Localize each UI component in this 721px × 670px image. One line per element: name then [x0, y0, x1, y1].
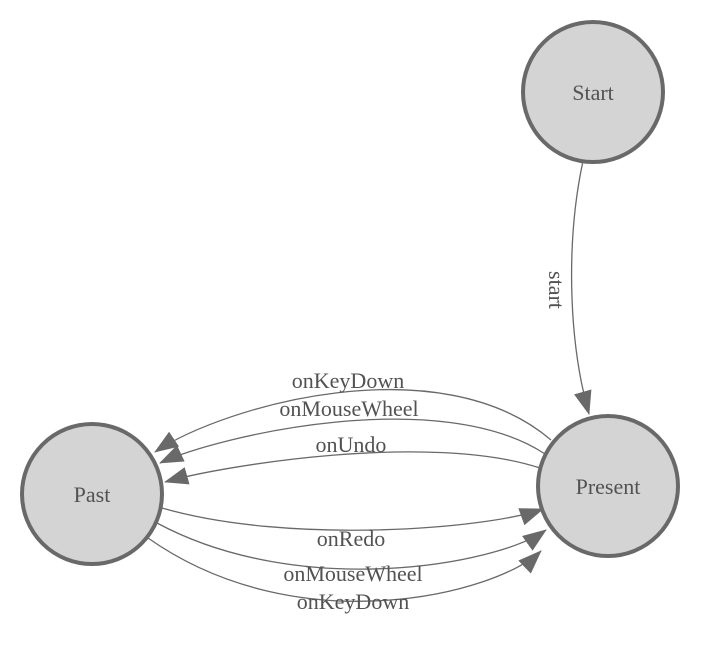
- state-node-present[interactable]: Present: [536, 414, 680, 558]
- node-circle-past: [20, 422, 164, 566]
- edge-label-onundo: onUndo: [316, 432, 387, 457]
- state-node-start[interactable]: Start: [521, 20, 665, 164]
- edge-label-onmousewheel-bottom: onMouseWheel: [283, 561, 422, 586]
- edge-present-to-past-onkeydown[interactable]: [154, 389, 552, 453]
- edge-past-to-present-onkeydown[interactable]: [147, 537, 542, 602]
- edge-past-to-present-onmousewheel[interactable]: [156, 522, 547, 570]
- edge-present-to-past-onmousewheel[interactable]: [159, 418, 546, 464]
- edge-past-to-present-onredo[interactable]: [161, 507, 544, 531]
- edge-present-to-past-onundo[interactable]: [164, 451, 541, 485]
- node-label-start: Start: [572, 80, 614, 105]
- state-node-past[interactable]: Past: [20, 422, 164, 566]
- node-label-present: Present: [576, 474, 641, 499]
- edge-label-onkeydown-top: onKeyDown: [292, 368, 404, 393]
- edge-start-to-present[interactable]: [570, 160, 592, 415]
- node-circle-present: [536, 414, 680, 558]
- edge-label-onmousewheel-top: onMouseWheel: [279, 396, 418, 421]
- edge-label-onkeydown-bottom: onKeyDown: [297, 589, 409, 614]
- edge-label-onredo: onRedo: [317, 526, 385, 551]
- node-label-past: Past: [74, 482, 111, 507]
- node-circle-start: [521, 20, 665, 164]
- edge-label-start: start: [544, 271, 569, 309]
